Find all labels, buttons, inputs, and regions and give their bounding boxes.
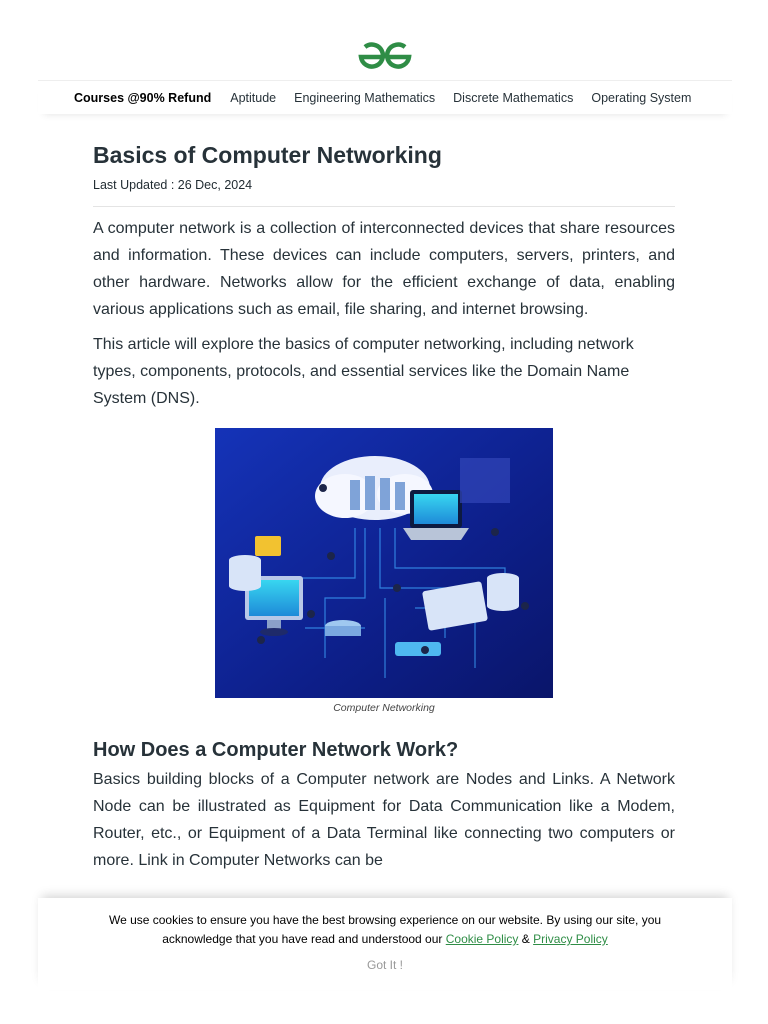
- nav-item-courses[interactable]: Courses @90% Refund: [74, 91, 212, 105]
- nav-item-operating-system[interactable]: Operating System: [591, 91, 692, 105]
- article-figure: Computer Networking: [93, 428, 675, 714]
- site-header: [0, 0, 768, 80]
- section-paragraph: Basics building blocks of a Computer net…: [93, 771, 675, 869]
- computer-networking-illustration: [215, 428, 553, 698]
- intro-paragraph: A computer network is a collection of in…: [93, 220, 675, 318]
- nav-item-aptitude[interactable]: Aptitude: [230, 91, 277, 105]
- got-it-button[interactable]: Got It !: [366, 958, 403, 972]
- cookie-policy-link[interactable]: Cookie Policy: [445, 932, 519, 946]
- nav-item-engineering-mathematics[interactable]: Engineering Mathematics: [294, 91, 436, 105]
- figure-caption: Computer Networking: [333, 702, 435, 714]
- cookie-message: We use cookies to ensure you have the be…: [38, 898, 732, 949]
- privacy-policy-link[interactable]: Privacy Policy: [533, 932, 608, 946]
- cookie-banner: We use cookies to ensure you have the be…: [38, 898, 732, 990]
- article: Basics of Computer Networking Last Updat…: [93, 138, 675, 874]
- divider: [93, 206, 675, 207]
- top-nav: Courses @90% Refund Aptitude Engineering…: [38, 80, 732, 114]
- last-updated: Last Updated : 26 Dec, 2024: [93, 178, 253, 192]
- cookie-text: We use cookies to ensure you have the be…: [108, 913, 662, 946]
- section-heading: How Does a Computer Network Work?: [93, 739, 459, 761]
- cookie-amp: &: [518, 932, 534, 946]
- page-title: Basics of Computer Networking: [93, 142, 442, 168]
- nav-item-discrete-mathematics[interactable]: Discrete Mathematics: [453, 91, 574, 105]
- gfg-logo-icon[interactable]: [355, 41, 415, 73]
- overview-paragraph: This article will explore the basics of …: [93, 336, 634, 407]
